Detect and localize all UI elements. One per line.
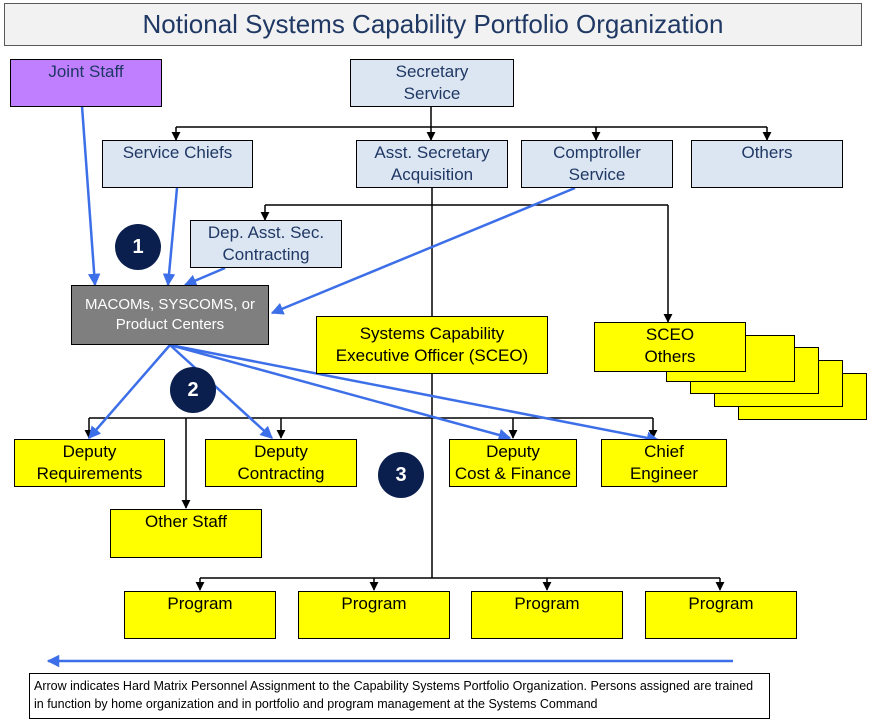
chief-engineer-label-line2: Engineer — [629, 464, 699, 483]
secretary-label-line2: Service — [403, 84, 461, 103]
deputy-requirements-label-line1: Deputy — [62, 442, 117, 461]
sceo-others-box: SCEO Others — [594, 322, 746, 372]
page-title: Notional Systems Capability Portfolio Or… — [4, 3, 862, 46]
step-badge-1: 1 — [115, 224, 161, 270]
program-label-3: Program — [514, 594, 580, 613]
deputy-requirements-box: Deputy Requirements — [14, 439, 165, 487]
macoms-label-line1: MACOMs, SYSCOMS, or — [84, 296, 256, 313]
other-staff-box: Other Staff — [110, 509, 262, 558]
others-box: Others — [691, 140, 843, 188]
others-label: Others — [741, 143, 793, 162]
program-box-1: Program — [124, 591, 276, 639]
step-badge-3: 3 — [378, 452, 424, 498]
assignment-arrow-dep-asst-sec — [183, 266, 226, 287]
dep-asst-sec-label-line2: Contracting — [222, 245, 310, 264]
other-staff-label: Other Staff — [145, 512, 227, 531]
deputy-contracting-label-line1: Deputy — [254, 442, 308, 461]
deputy-cost-finance-label-line2: Cost & Finance — [454, 464, 572, 483]
program-box-2: Program — [298, 591, 450, 639]
secretary-label-line1: Secretary — [395, 62, 469, 81]
step-badge-2: 2 — [170, 367, 216, 413]
joint-staff-box: Joint Staff — [10, 59, 162, 107]
macoms-label-line2: Product Centers — [115, 316, 225, 333]
comptroller-box: Comptroller Service — [521, 140, 673, 188]
sceo-box: Systems Capability Executive Officer (SC… — [316, 316, 548, 374]
sceo-others-label-line2: Others — [644, 347, 696, 366]
assignment-arrow-to-deputy-contracting — [169, 344, 273, 439]
program-box-4: Program — [645, 591, 797, 639]
program-box-3: Program — [471, 591, 623, 639]
sceo-label-line1: Systems Capability — [359, 324, 505, 343]
chief-engineer-box: Chief Engineer — [601, 439, 727, 487]
program-label-1: Program — [167, 594, 233, 613]
comptroller-label-line1: Comptroller — [553, 143, 641, 162]
asst-secretary-box: Asst. Secretary Acquisition — [356, 140, 508, 188]
deputy-contracting-label-line2: Contracting — [237, 464, 325, 483]
service-chiefs-box: Service Chiefs — [102, 140, 253, 188]
sceo-others-label-line1: SCEO — [645, 325, 695, 344]
macoms-box: MACOMs, SYSCOMS, or Product Centers — [71, 285, 269, 345]
assignment-arrow-to-deputy-requirements — [88, 344, 171, 439]
assignment-arrow-joint-staff — [80, 105, 101, 287]
deputy-cost-finance-label-line1: Deputy — [486, 442, 540, 461]
dep-asst-sec-box: Dep. Asst. Sec. Contracting — [190, 220, 342, 268]
sceo-label-line2: Executive Officer (SCEO) — [335, 346, 529, 365]
asst-secretary-label-line2: Acquisition — [390, 165, 474, 184]
deputy-cost-finance-box: Deputy Cost & Finance — [449, 439, 577, 487]
comptroller-label-line2: Service — [568, 165, 626, 184]
secretary-box: Secretary Service — [350, 59, 514, 107]
chief-engineer-label-line1: Chief — [644, 442, 684, 461]
program-label-2: Program — [341, 594, 407, 613]
dep-asst-sec-label-line1: Dep. Asst. Sec. — [207, 223, 325, 242]
legend-note: Arrow indicates Hard Matrix Personnel As… — [29, 673, 770, 719]
program-label-4: Program — [688, 594, 754, 613]
assignment-arrow-to-deputy-cost — [169, 343, 512, 442]
assignment-arrow-service-chiefs — [162, 187, 179, 287]
joint-staff-label: Joint Staff — [48, 62, 124, 81]
assignment-arrow-comptroller — [270, 186, 576, 315]
assignment-arrow-to-chief-engineer — [169, 343, 660, 444]
service-chiefs-label: Service Chiefs — [122, 143, 233, 162]
asst-secretary-label-line1: Asst. Secretary — [374, 143, 490, 162]
deputy-requirements-label-line2: Requirements — [36, 464, 143, 483]
deputy-contracting-box: Deputy Contracting — [205, 439, 357, 487]
